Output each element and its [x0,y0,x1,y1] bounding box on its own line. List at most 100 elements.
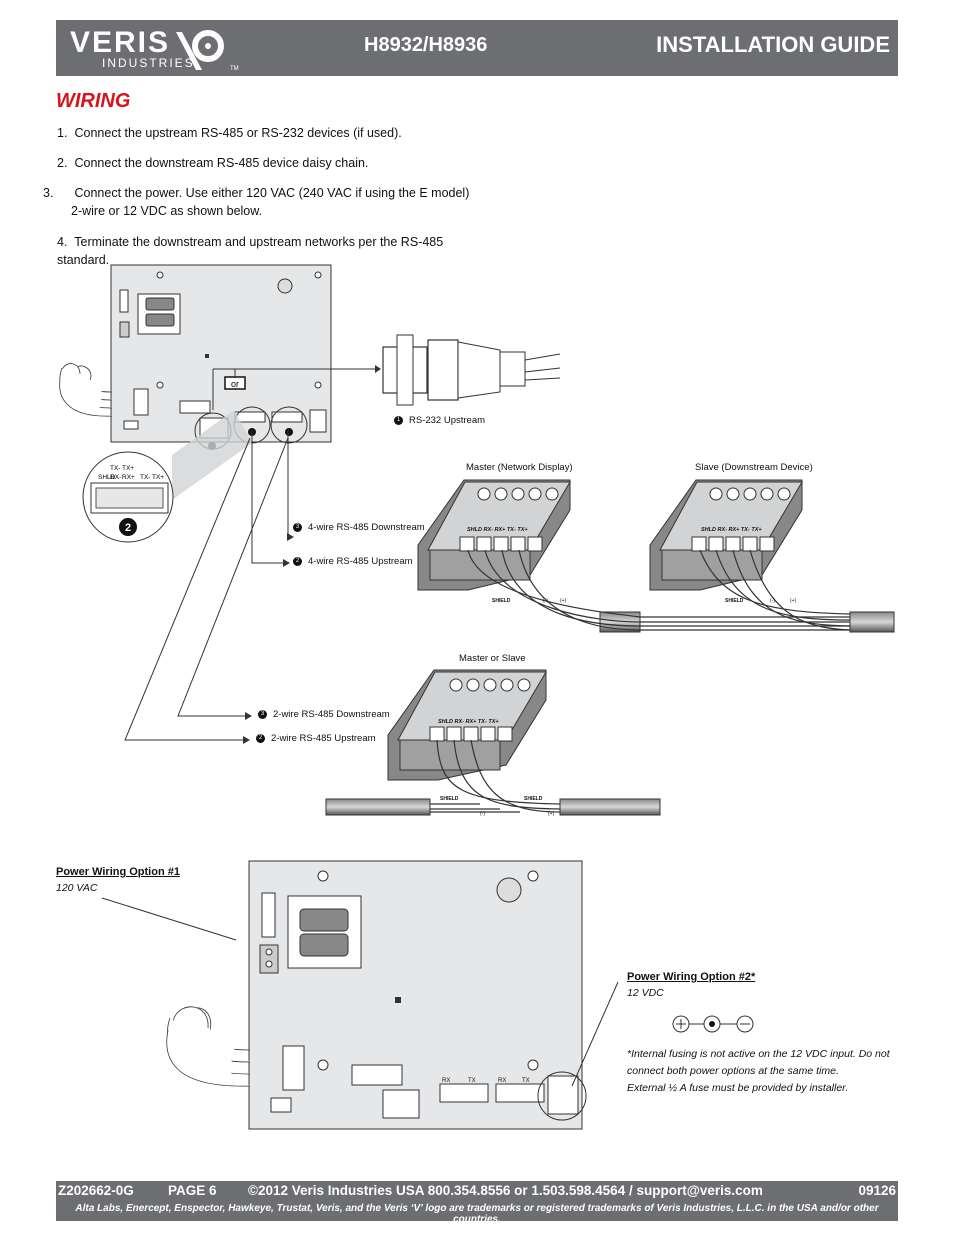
two-wire-terminal-block [387,669,547,781]
callout-term-tx-minus-2: TX- [140,474,150,481]
rs232-label: 1 RS-232 Upstream [394,415,485,426]
term-rx-plus: RX+ [465,719,477,725]
term-tx-plus: TX+ [751,527,762,533]
power-option1-sub: 120 VAC [56,882,98,894]
step-number: 1. [57,126,68,140]
two-wire-minus-label: (-) [480,811,485,817]
callout-term-rx-plus: RX+ [122,474,135,481]
callout-term-tx-plus: TX+ [122,465,134,472]
power-option2-sub: 12 VDC [627,987,664,999]
section-title: WIRING [56,90,131,112]
master-plus-label: (+) [560,598,567,604]
term-tx-minus: TX- [740,527,750,533]
slave-terminal-block [649,479,803,591]
term-tx-plus: TX+ [488,719,499,725]
term-rx-plus: RX+ [728,527,740,533]
circuit-board-top: or [110,264,332,443]
power-option2-title: Power Wiring Option #2* [627,971,756,983]
two-wire-terms: SHLD RX- RX+ TX- TX+ [438,719,499,725]
rx-label-2: RX [498,1078,507,1084]
v-logo-icon [176,30,224,70]
circuit-board-bottom [248,860,587,1130]
footer-page: PAGE 6 [168,1183,217,1198]
term-tx-minus: TX- [506,527,516,533]
master-terminal-block [417,479,571,591]
wire4-up-label: 2 4-wire RS-485 Upstream [293,556,413,567]
tx-label-1: TX [468,1078,476,1084]
term-tx-minus: TX- [477,719,487,725]
term-shld: SHLD [467,527,482,533]
power-note: *Internal fusing is not active on the 12… [627,1048,890,1077]
slave-shield-label: SHIELD [725,598,744,604]
term-shld: SHLD [438,719,453,725]
leader-option2 [571,981,619,1087]
power-option1-title: Power Wiring Option #1 [56,866,180,878]
master-shield-label: SHIELD [492,598,511,604]
wire2-up-number: 2 [256,733,265,743]
veris-logo: VERIS INDUSTRIES TM [70,26,239,72]
rs232-text: RS-232 Upstream [409,415,486,426]
footer-doc-number: Z202662-0G [58,1183,134,1198]
footer-date-code: 09126 [858,1183,896,1198]
two-wire-cable [325,739,661,816]
four-wire-cable [467,549,895,633]
term-rx-minus: RX- [717,527,727,533]
power-note2: External ½ A fuse must be provided by in… [627,1082,849,1094]
rx-label-1: RX [442,1078,451,1084]
term-tx-plus: TX+ [517,527,528,533]
wire4-down-label: 3 4-wire RS-485 Downstream [293,522,425,533]
step-number: 4. [57,235,68,249]
wire4-up-number: 2 [293,556,302,566]
wire4-down-text: 4-wire RS-485 Downstream [308,522,425,533]
footer-copyright: ©2012 Veris Industries USA 800.354.8556 … [248,1183,763,1198]
master-label: Master (Network Display) [466,462,573,473]
or-label: or [231,379,239,389]
wire2-down-label: 3 2-wire RS-485 Downstream [258,709,390,720]
wire4-up-text: 4-wire RS-485 Upstream [308,556,413,567]
master-or-slave-label: Master or Slave [459,653,526,664]
guide-title: INSTALLATION GUIDE [656,32,890,57]
step-number: 3. [43,186,54,200]
wire2-down-text: 2-wire RS-485 Downstream [273,709,390,720]
step-text: Connect the power. Use either 120 VAC (2… [71,186,470,218]
step-text: Terminate the downstream and upstream ne… [57,235,444,267]
dc-polarity-symbol [672,1015,754,1033]
step-4: 4. Terminate the downstream and upstream… [57,233,477,269]
master-minus-label: (-) [543,598,548,604]
left-shield-label: SHIELD [440,796,459,802]
header-bar: VERIS INDUSTRIES TM H8932/H8936 INSTALLA… [56,20,898,76]
callout-term-tx-minus: TX- [110,465,120,472]
logo-trademark: TM [230,66,239,72]
footer-trademarks: Alta Labs, Enercept, Enspector, Hawkeye,… [75,1203,879,1225]
logo-brand: VERIS [70,26,171,59]
wire2-down-number: 3 [258,709,267,719]
term-rx-minus: RX- [483,527,493,533]
slave-label: Slave (Downstream Device) [695,462,813,473]
step-3: 3. Connect the power. Use either 120 VAC… [43,184,481,220]
term-rx-plus: RX+ [494,527,506,533]
step-text: Connect the upstream RS-485 or RS-232 de… [74,126,402,140]
rs232-connector [212,334,561,410]
leader-lines [124,430,289,741]
callout-circles [194,406,308,450]
ribbon-cable-bottom [166,1006,251,1087]
rs232-number: 1 [394,415,403,425]
footer-bar: Z202662-0G PAGE 6 ©2012 Veris Industries… [56,1181,898,1225]
slave-minus-label: (-) [770,598,775,604]
ribbon-cable-top [59,363,113,417]
wire4-down-number: 3 [293,522,302,532]
model-number: H8932/H8936 [364,34,488,56]
callout-number: 2 [125,522,131,534]
leader-option1 [101,897,237,941]
tx-label-2: TX [522,1078,530,1084]
step-text: Connect the downstream RS-485 device dai… [74,156,369,170]
callout-term-shld: SHLD [98,474,116,481]
term-rx-minus: RX- [454,719,464,725]
slave-terms: SHLD RX- RX+ TX- TX+ [701,527,762,533]
callout-term-tx-plus-2: TX+ [152,474,164,481]
term-shld: SHLD [701,527,716,533]
terminal-callout: 2 SHLD TX- RX- TX+ RX+ TX- TX+ [82,451,174,543]
step-1: 1. Connect the upstream RS-485 or RS-232… [57,124,477,142]
logo-sub: INDUSTRIES [102,56,195,70]
